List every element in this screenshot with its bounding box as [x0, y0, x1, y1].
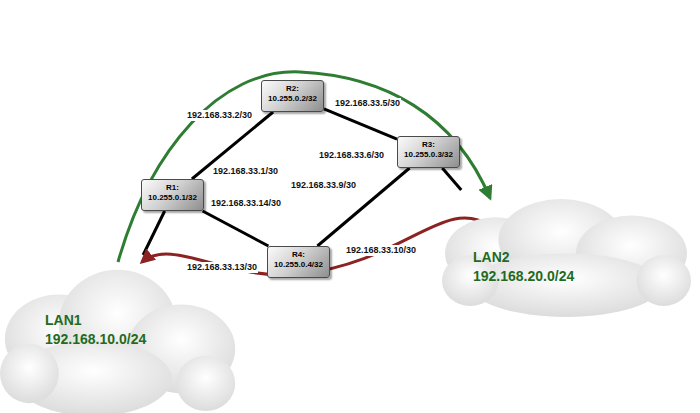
interface-address: 192.168.33.14/30	[210, 198, 282, 209]
router-icon: R3:10.255.0.3/32	[397, 136, 460, 168]
router-icon: R1:10.255.0.1/32	[141, 179, 204, 211]
lan-subnet: 192.168.10.0/24	[45, 330, 245, 349]
lan-name: LAN2	[473, 248, 692, 267]
interface-address: 192.168.33.9/30	[290, 180, 357, 191]
loopback-address: 10.255.0.4/32	[273, 260, 324, 270]
router-icon: R4:10.255.0.4/32	[267, 246, 330, 278]
lan-cloud: LAN1192.168.10.0/24	[0, 255, 245, 413]
router-name: R3:	[403, 140, 454, 150]
lan-subnet: 192.168.20.0/24	[473, 267, 692, 286]
lan-cloud: LAN2192.168.20.0/24	[440, 190, 692, 335]
loopback-address: 10.255.0.1/32	[147, 193, 198, 203]
lan-name: LAN1	[45, 311, 245, 330]
interface-address: 192.168.33.13/30	[186, 262, 258, 273]
interface-address: 192.168.33.5/30	[334, 98, 401, 109]
network-link	[442, 168, 461, 190]
router-name: R2:	[267, 84, 318, 94]
router-name: R1:	[147, 183, 198, 193]
network-link	[143, 211, 165, 255]
interface-address: 192.168.33.1/30	[212, 166, 279, 177]
router-icon: R2:10.255.0.2/32	[261, 80, 324, 112]
interface-address: 192.168.33.6/30	[318, 150, 385, 161]
network-link	[203, 211, 269, 246]
router-name: R4:	[273, 250, 324, 260]
interface-address: 192.168.33.2/30	[186, 110, 253, 121]
loopback-address: 10.255.0.2/32	[267, 94, 318, 104]
forward-path-arc	[118, 72, 490, 262]
interface-address: 192.168.33.10/30	[345, 245, 417, 256]
network-link	[324, 109, 397, 139]
loopback-address: 10.255.0.3/32	[403, 150, 454, 160]
